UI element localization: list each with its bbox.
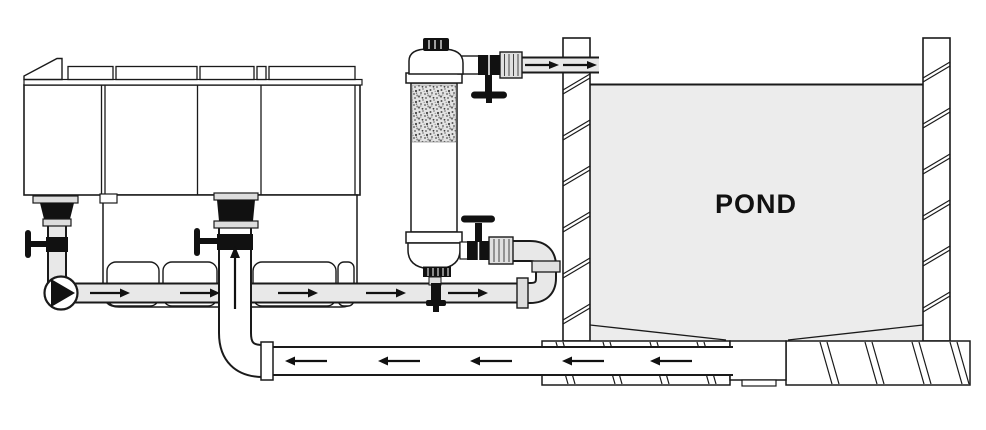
valve-handle-icon	[461, 215, 495, 223]
pressure-filter	[405, 38, 481, 312]
pump	[43, 275, 79, 311]
tank-lid	[199, 65, 255, 81]
wall-hatch-right	[922, 61, 951, 313]
filter-bowl	[407, 242, 461, 270]
pond-wall-left	[562, 37, 591, 342]
flow-arrows-pump-line	[90, 288, 488, 298]
wall-hatch-left	[562, 73, 591, 325]
bottom-drain-sump	[729, 340, 787, 381]
tank-inlet-center	[213, 192, 259, 229]
union-top	[499, 51, 523, 79]
filter-tank	[23, 57, 363, 308]
filter-media	[411, 84, 457, 143]
vent-cap-ribs	[428, 40, 442, 49]
tank-lid	[115, 65, 198, 81]
valve-left-outlet	[25, 230, 68, 258]
drain-fitting-ribs	[427, 268, 449, 276]
drain-tap	[426, 283, 446, 312]
filter-inlet-piping	[459, 215, 561, 309]
valve-center-inlet	[194, 228, 253, 256]
filter-bottom-ring	[405, 231, 463, 244]
flow-arrows-to-pond	[525, 61, 597, 69]
pond-wall-right	[922, 37, 951, 342]
filter-vent-cap	[423, 38, 449, 51]
union-top-ribs	[504, 54, 519, 76]
pump-impeller-icon	[51, 279, 75, 307]
valve-handle-icon	[194, 228, 200, 256]
tank-outlet-left	[32, 195, 79, 227]
pond-water	[590, 85, 923, 341]
tank-sloped-cap	[23, 57, 63, 81]
tank-lid	[268, 65, 356, 81]
bottom-drain-tab	[741, 379, 777, 387]
valve-handle-icon	[471, 91, 507, 99]
pond-label: POND	[715, 189, 797, 219]
flow-arrows-return-line	[285, 356, 692, 366]
union-bottom-ribs	[493, 239, 510, 262]
valve-filter-inlet	[461, 215, 495, 260]
valve-filter-outlet	[471, 55, 507, 103]
tank-body	[23, 84, 361, 196]
tank-rim	[23, 78, 363, 86]
tub-step	[99, 193, 118, 204]
tank-chamber-dividers	[100, 85, 356, 195]
flow-arrow-riser-up	[230, 246, 240, 309]
tank-lid	[256, 65, 267, 81]
elbow-flange	[260, 341, 274, 381]
valve-handle-icon	[25, 230, 31, 258]
filter-drain-fitting	[423, 266, 451, 277]
pipe-flange	[516, 277, 529, 309]
pipe-coupling	[531, 260, 561, 273]
filter-dome	[408, 48, 464, 75]
tank-lid	[67, 65, 114, 81]
pond-floor-slope-lines	[589, 324, 924, 341]
